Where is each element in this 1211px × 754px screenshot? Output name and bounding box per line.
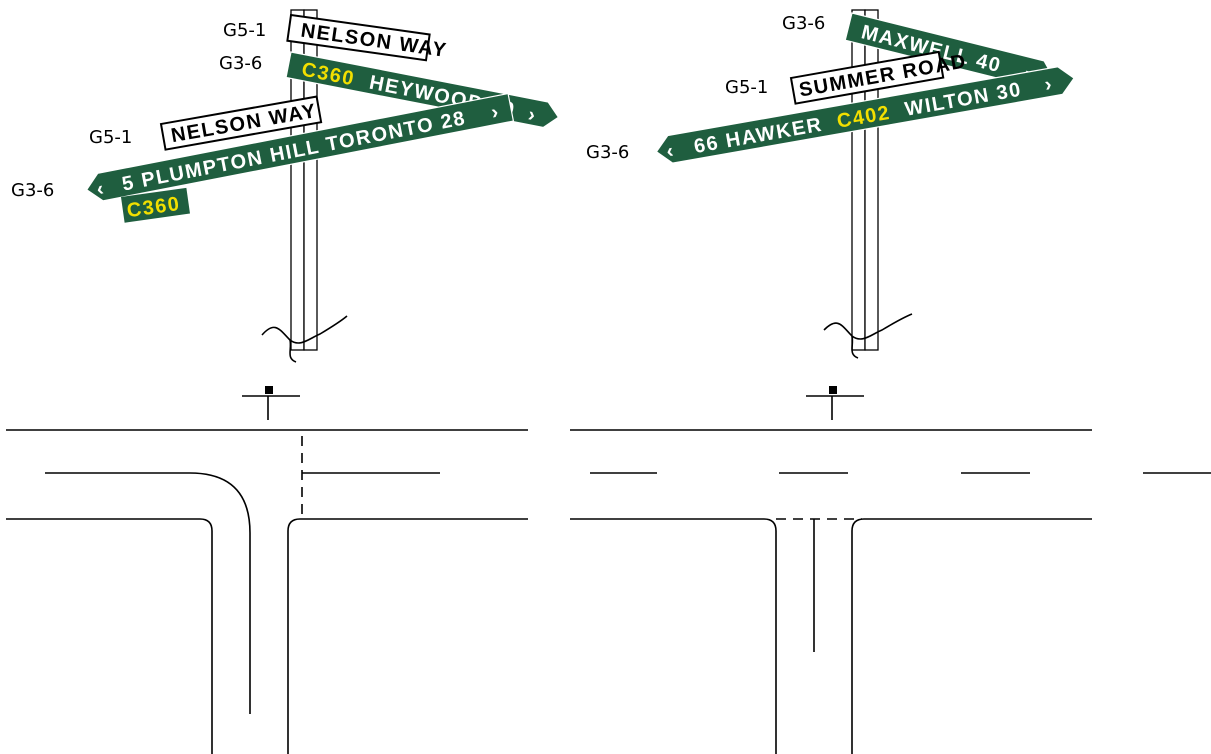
code-label: G5-1 [725, 77, 768, 98]
left-sign-assembly: NELSON WAY C360 HEYWOOD 80 › NELSON WAY … [11, 9, 560, 363]
code-label: G3-6 [586, 142, 629, 163]
code-label: G3-6 [219, 53, 262, 74]
code-label: G3-6 [782, 13, 825, 34]
right-sign-assembly: MAXWELL 40 › SUMMER ROAD ‹ 66 HAWKER C40… [586, 9, 1075, 359]
code-label: G5-1 [223, 20, 266, 41]
code-label: G3-6 [11, 180, 54, 201]
code-label: G5-1 [89, 127, 132, 148]
right-chevron-icon: › [1043, 73, 1055, 96]
right-intersection-plan [570, 386, 1211, 754]
left-sign-posts [261, 9, 348, 363]
right-sign-posts [823, 9, 913, 359]
left-chevron-icon: ‹ [665, 140, 677, 163]
left-intersection-plan [6, 386, 528, 754]
